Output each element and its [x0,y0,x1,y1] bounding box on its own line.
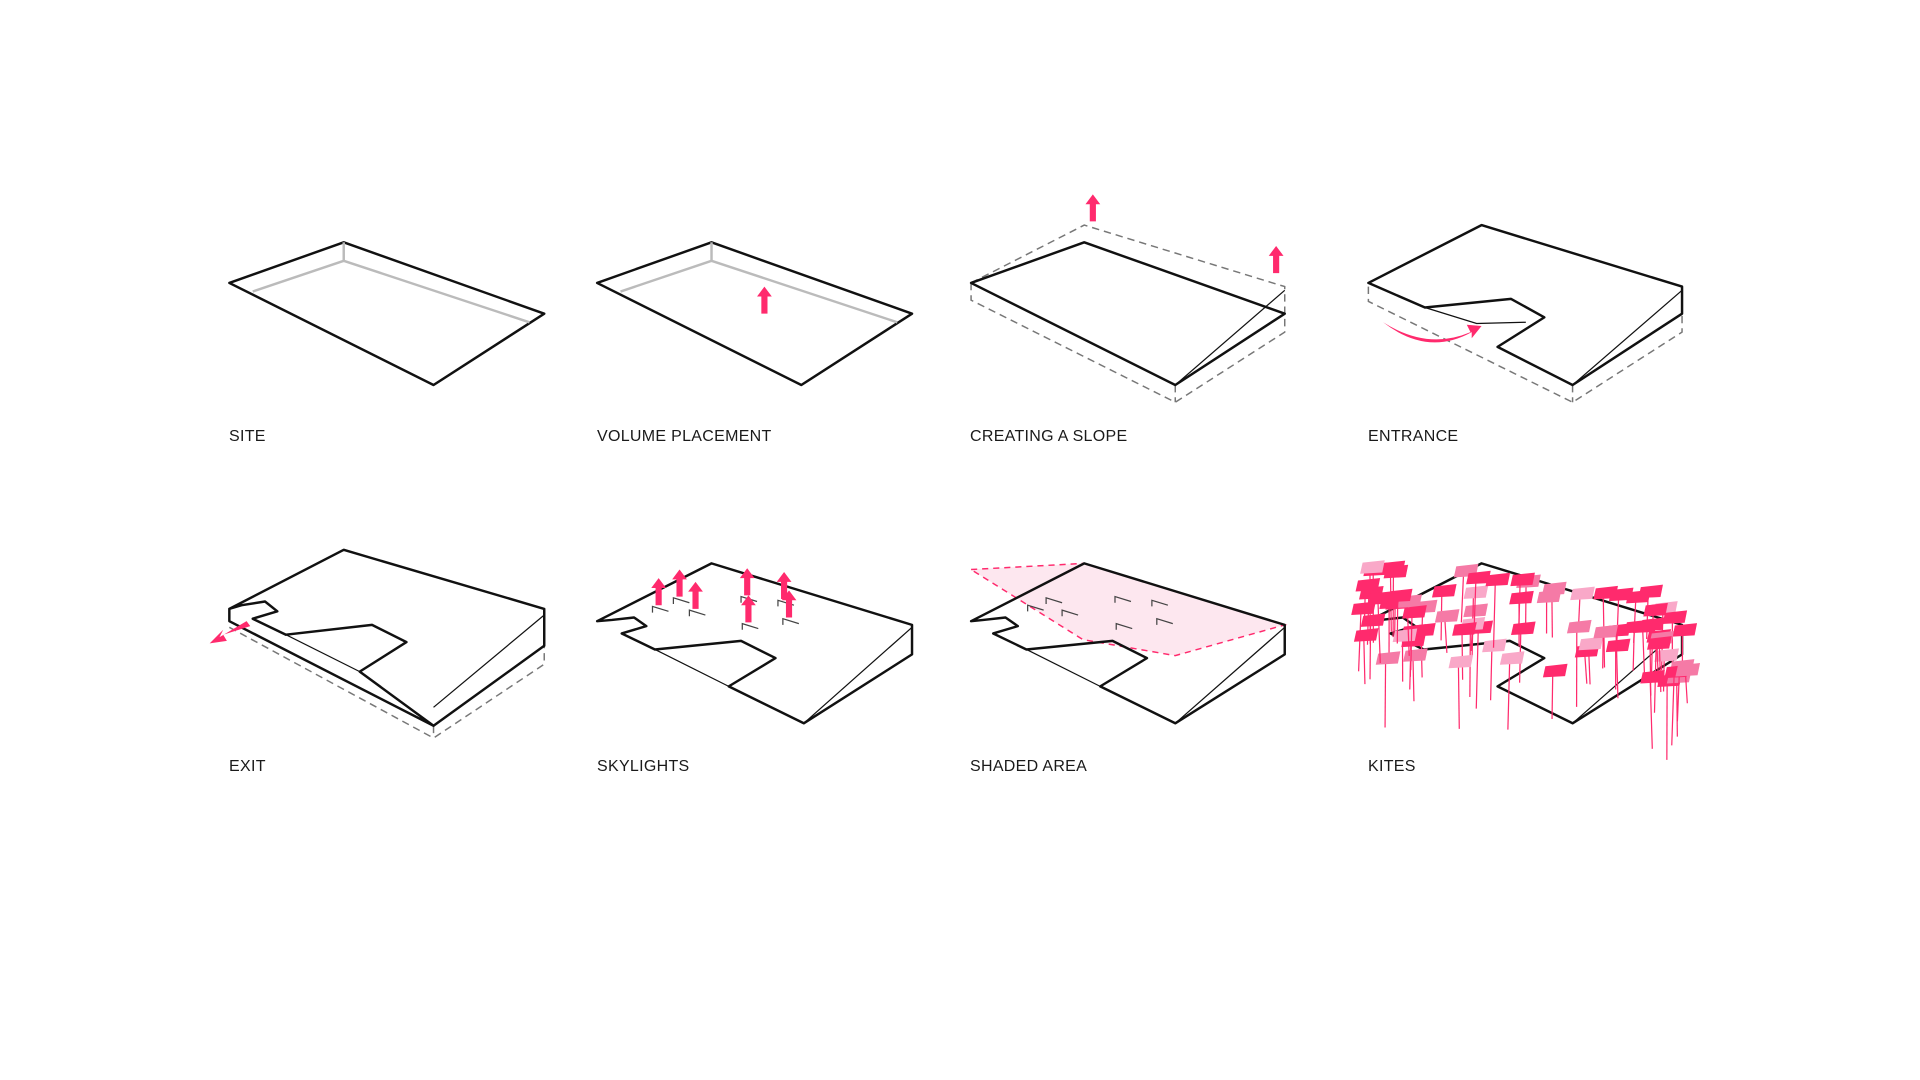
kite-icon [1566,619,1592,634]
kite-icon [1675,662,1701,677]
kite-string [1461,629,1464,680]
kite-icon [1375,651,1401,665]
skylight-icon [672,596,690,604]
skylight-icon [1156,617,1173,625]
kite-icon [1448,654,1474,669]
kite-string [1587,644,1591,685]
kite-string [1410,612,1413,671]
kite-icon [1466,570,1491,585]
kite-string [1633,597,1637,643]
kite-icon [1403,648,1428,662]
kite-icon [1355,578,1381,592]
kite-string [1602,632,1604,669]
kite-icon [1499,651,1525,665]
kite-icon [1570,586,1595,601]
up-arrow-icon [757,286,772,314]
step-label-creating-a-slope: CREATING A SLOPE [970,428,1128,445]
kite-icon [1463,603,1488,618]
kite-icon [1511,621,1536,636]
skylight-icon [1061,609,1079,617]
kite-string [1444,616,1448,653]
step-label-entrance: ENTRANCE [1368,428,1459,445]
kite-icon [1353,628,1379,642]
step-label-volume-placement: VOLUME PLACEMENT [597,428,772,445]
kite-icon [1654,648,1680,662]
kite-icon [1672,623,1698,637]
kite-icon [1643,602,1668,617]
kite-icon [1368,591,1393,605]
kite-icon [1360,560,1385,574]
volume-placement-diagram [595,241,914,387]
kite-icon [1578,636,1604,651]
skylight-icon [741,622,759,630]
kite-string [1363,635,1366,685]
step-label-exit: EXIT [229,758,266,775]
kite-icon [1536,589,1562,604]
kite-string [1384,658,1387,728]
up-arrow-icon [1085,194,1101,222]
step-label-kites: KITES [1368,758,1416,775]
kite-icon [1431,583,1457,598]
kite-icon [1387,588,1413,603]
kite-string [1475,627,1479,709]
kite-string [1377,598,1381,663]
kite-icon [1482,638,1507,653]
step-label-site: SITE [229,428,266,445]
kite-icon [1638,584,1663,599]
kite-icon [1510,572,1535,587]
kite-string [1363,585,1366,621]
step-label-shaded-area: SHADED AREA [970,758,1088,775]
skylight-icon [1151,599,1169,607]
kite-icon [1509,590,1534,605]
skylight-icon [1027,604,1044,612]
site-diagram [228,241,546,387]
skylights-diagram [595,562,914,725]
kites-diagram [1351,560,1701,760]
kite-string [1457,662,1460,729]
kite-string [1473,578,1477,627]
kite-icon [1605,638,1631,653]
skylight-icon [1114,595,1132,603]
entrance-diagram [1367,223,1684,404]
kite-icon [1351,601,1376,616]
up-arrow-icon [1268,246,1284,274]
kite-string [1641,626,1646,676]
exit-diagram [209,548,546,739]
kite-string [1649,677,1653,749]
kite-string [1671,671,1675,746]
skylight-icon [651,605,669,613]
kite-string [1492,580,1496,648]
kite-icon [1608,587,1634,602]
kite-icon [1647,636,1672,650]
kite-icon [1434,609,1460,623]
kite-icon [1402,605,1427,619]
kite-string [1507,658,1511,730]
kite-string [1357,608,1362,672]
up-arrow-icon [741,595,756,623]
up-arrow-icon [688,581,703,609]
kite-string [1489,646,1493,701]
kite-icon [1452,622,1477,636]
shaded-area-diagram [968,562,1288,725]
kite-icon [1411,623,1436,637]
slope-diagram [969,194,1286,404]
kite-icon [1662,610,1688,624]
exit-arrow-icon [209,621,251,644]
kite-icon [1485,572,1511,587]
skylight-icon [1115,622,1133,630]
kite-string [1615,630,1619,699]
kite-icon [1593,624,1619,639]
step-label-skylights: SKYLIGHTS [597,758,690,775]
kite-string [1676,677,1678,737]
skylight-icon [1045,596,1063,604]
kite-string [1551,671,1554,719]
kite-icon [1383,564,1409,579]
skylight-icon [688,609,706,617]
kite-icon [1640,669,1665,684]
kite-string [1412,655,1415,702]
kite-icon [1542,663,1568,678]
skylight-icon [782,617,800,625]
kite-icon [1632,619,1658,634]
kite-string [1460,571,1465,623]
